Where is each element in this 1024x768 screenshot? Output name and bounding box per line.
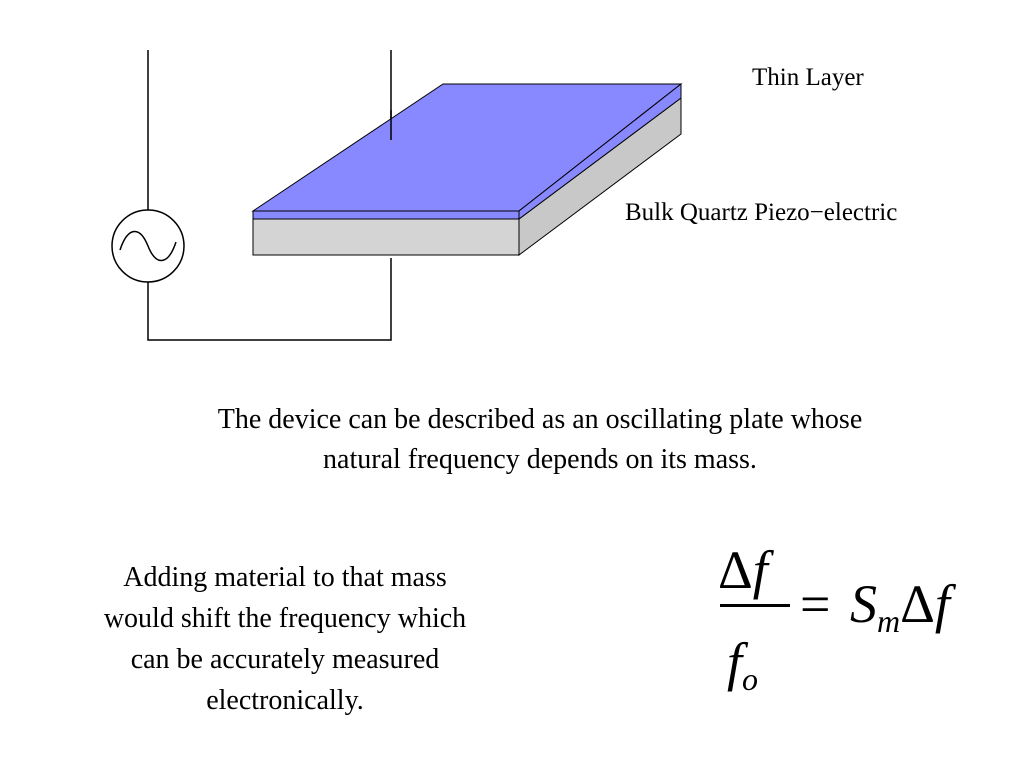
rhs-tail-variable: f <box>934 574 950 634</box>
ac-source-icon <box>111 209 185 283</box>
circuit-wire-left <box>147 50 392 341</box>
description-text: The device can be described as an oscill… <box>100 400 980 480</box>
rhs-delta-symbol: Δ <box>900 574 935 634</box>
note-line-3: can be accurately measured <box>130 644 440 675</box>
denominator-subscript: o <box>742 661 759 697</box>
equation-rhs: SmΔf <box>850 574 950 651</box>
equation-numerator: Δf <box>718 540 768 600</box>
bulk-front-face <box>252 218 520 256</box>
note-text: Adding material to that mass would shift… <box>40 557 530 721</box>
description-line-2: natural frequency depends on its mass. <box>323 444 757 475</box>
qcm-diagram <box>111 50 683 341</box>
note-line-4: electronically. <box>206 685 364 716</box>
description-line-1: The device can be described as an oscill… <box>217 404 863 435</box>
label-bulk-quartz: Bulk Quartz Piezo−electric <box>625 199 898 226</box>
delta-symbol: Δ <box>718 540 753 600</box>
rhs-variable: S <box>850 574 877 634</box>
thin-layer-side-face <box>518 82 682 220</box>
thin-layer <box>251 82 683 220</box>
label-thin-layer: Thin Layer <box>752 64 864 91</box>
note-line-1: Adding material to that mass <box>123 562 447 593</box>
rhs-subscript: m <box>877 603 901 639</box>
equals-sign: = <box>800 574 831 634</box>
note-line-2: would shift the frequency which <box>103 603 467 634</box>
numerator-variable: f <box>752 540 768 600</box>
thin-layer-front-face <box>252 210 520 220</box>
equation-denominator: fo <box>727 632 758 709</box>
fraction-bar <box>720 604 790 607</box>
bulk-quartz-slab <box>252 97 682 256</box>
denominator-variable: f <box>727 632 743 692</box>
